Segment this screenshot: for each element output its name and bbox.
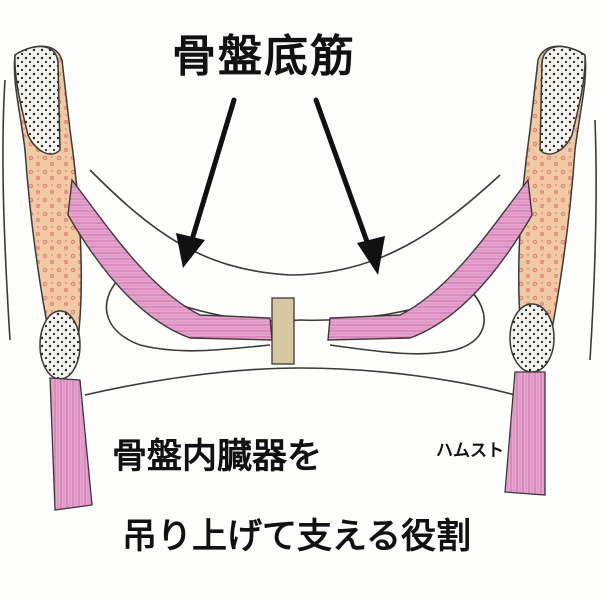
left-ilium-bone [13,45,83,352]
right-hamstring-muscle [504,371,546,496]
pelvic-floor-muscle [67,178,533,341]
hamstring-label: ハムスト [436,441,504,461]
left-ischial-tuberosity [39,310,81,380]
left-hamstring-muscle [49,377,93,511]
right-ischial-tuberosity [509,303,555,373]
perineal-body [271,297,295,365]
arrow-left-icon [176,97,237,268]
caption-line-1: 骨盤内臓器を [112,437,323,477]
diagram-title: 骨盤底筋 [172,31,356,82]
arrow-right-icon [313,97,385,275]
caption-line-2: 吊り上げて支える役割 [122,517,471,557]
